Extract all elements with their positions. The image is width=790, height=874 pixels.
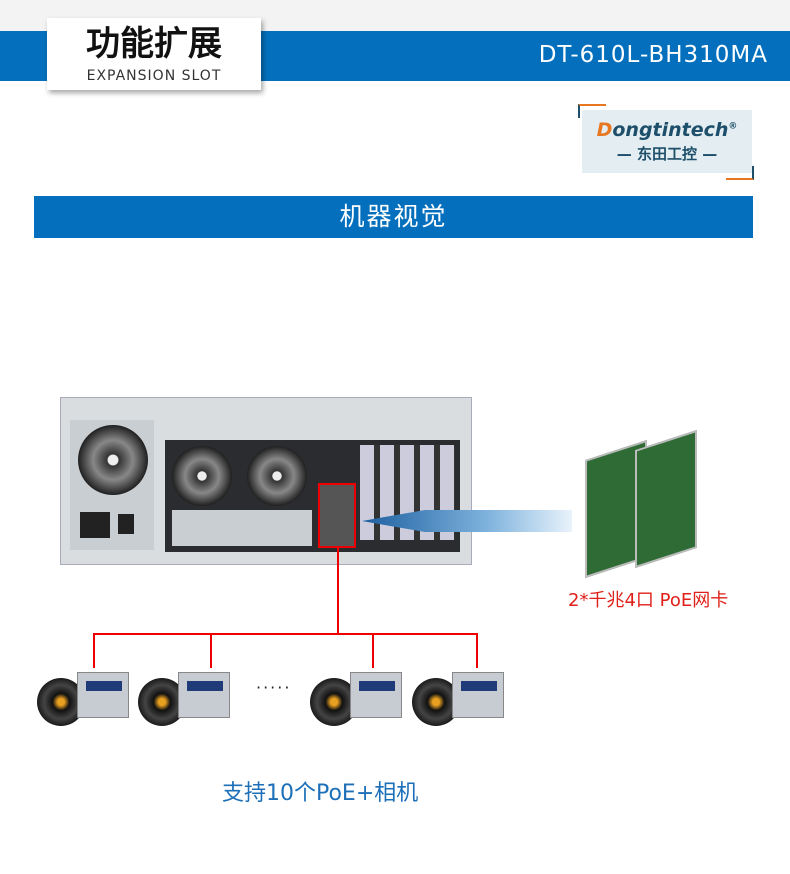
connector-line xyxy=(372,633,374,668)
power-socket-icon xyxy=(80,512,110,538)
connector-line xyxy=(337,548,339,634)
motherboard-ports xyxy=(172,510,312,546)
poe-camera xyxy=(37,666,132,726)
model-number: DT-610L-BH310MA xyxy=(538,42,768,68)
connector-line xyxy=(93,633,477,635)
title-cn: 功能扩展 xyxy=(86,24,222,64)
ellipsis: ····· xyxy=(256,678,292,697)
poe-camera xyxy=(412,666,507,726)
registered-mark: ® xyxy=(728,121,738,132)
system-fan-icon xyxy=(172,446,232,506)
logo-cn: — 东田工控 — xyxy=(616,145,718,163)
poe-card-label: 2*千兆4口 PoE网卡 xyxy=(568,590,729,611)
poe-camera xyxy=(310,666,405,726)
section-title: 机器视觉 xyxy=(34,196,753,238)
logo-initial: D xyxy=(596,119,613,141)
camera-label: 支持10个PoE+相机 xyxy=(222,781,419,806)
connector-line xyxy=(93,633,95,668)
connector-line xyxy=(210,633,212,668)
logo-corner-decoration xyxy=(578,104,606,118)
psu-fan-icon xyxy=(78,425,148,495)
logo-text: ongtintech xyxy=(612,119,729,141)
poe-camera xyxy=(138,666,233,726)
logo-corner-decoration xyxy=(726,166,754,180)
system-fan-icon xyxy=(247,446,307,506)
poe-card-highlight xyxy=(318,483,356,548)
title-en: EXPANSION SLOT xyxy=(86,68,222,84)
poe-network-card xyxy=(635,429,697,569)
connector-line xyxy=(476,633,478,668)
brand-logo: Dongtintech® — 东田工控 — xyxy=(582,110,752,173)
title-card: 功能扩展 EXPANSION SLOT xyxy=(47,18,261,90)
power-switch-icon xyxy=(118,514,134,534)
arrow-beam xyxy=(362,510,572,532)
